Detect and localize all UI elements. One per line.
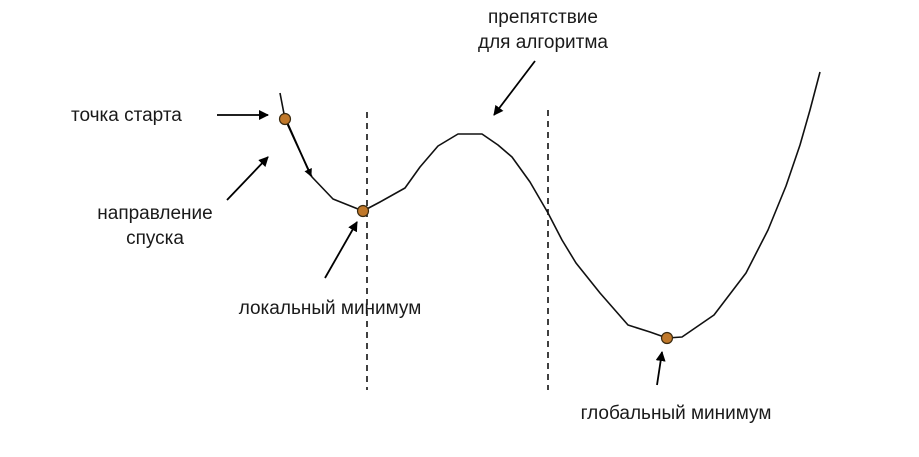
descent-step-arrow [286,121,312,177]
global-minimum-label: глобальный минимум [581,403,772,424]
start-point-marker [278,112,292,126]
obstacle-label-line2: для алгоритма [478,32,608,53]
local-minimum-label: локальный минимум [239,298,422,319]
obstacle-label-line1: препятствие [488,7,598,28]
local-minimum-marker [356,204,370,218]
descent-direction-label-line2: спуска [126,228,184,249]
obstacle-arrow [493,60,536,116]
global-minimum-arrow [655,351,666,386]
descent-direction-arrow [226,156,269,201]
start-point-label: точка старта [71,105,182,126]
global-minimum-marker [660,331,674,345]
local-minimum-arrow [324,221,358,279]
descent-direction-label-line1: направление [97,203,212,224]
